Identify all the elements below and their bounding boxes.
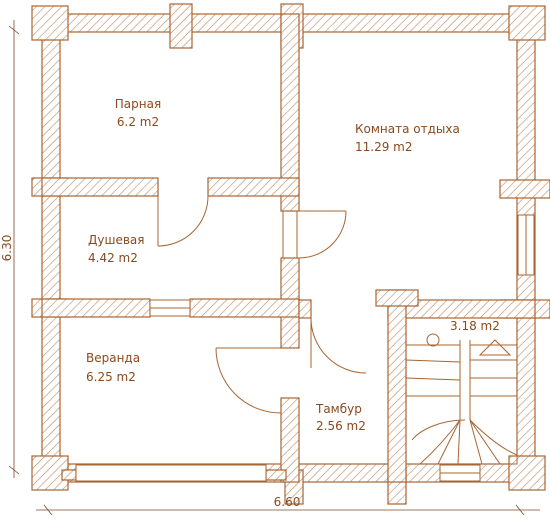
door-swing bbox=[310, 317, 367, 374]
staircase bbox=[405, 317, 518, 465]
windows bbox=[75, 214, 535, 482]
room-area: 6.25 m2 bbox=[86, 370, 136, 384]
room-area: 11.29 m2 bbox=[355, 140, 413, 154]
wall-interior-h2b bbox=[189, 298, 300, 318]
room-name: Комната отдыха bbox=[355, 122, 460, 136]
door-swing bbox=[298, 210, 347, 259]
door-swing bbox=[215, 347, 282, 414]
room-labels: Парная 6.2 m2 Комната отдыха 11.29 m2 Ду… bbox=[86, 97, 500, 433]
room-name: Веранда bbox=[86, 351, 140, 365]
room-area: 4.42 m2 bbox=[88, 251, 138, 265]
log-end bbox=[265, 469, 287, 481]
log-end bbox=[169, 3, 193, 49]
wall-interior-v2 bbox=[387, 289, 407, 483]
log-end bbox=[31, 5, 69, 41]
room-area: 3.18 m2 bbox=[450, 319, 500, 333]
wall-interior-v1c bbox=[280, 397, 300, 483]
window bbox=[75, 464, 267, 482]
room-name: Тамбур bbox=[315, 402, 362, 416]
wall-left bbox=[41, 13, 61, 483]
wall-interior-h3 bbox=[298, 299, 312, 319]
dim-height-label: 6.30 bbox=[0, 235, 14, 262]
walls bbox=[31, 3, 550, 505]
stair-direction-arrow-icon bbox=[478, 339, 512, 356]
doors bbox=[157, 195, 367, 414]
dimension-lines bbox=[8, 20, 540, 516]
wall-interior-v1 bbox=[280, 13, 300, 212]
door-swing bbox=[157, 195, 209, 247]
room-name: Парная bbox=[115, 97, 161, 111]
wall-interior-h1b bbox=[207, 177, 300, 197]
room-name: Душевая bbox=[88, 233, 144, 247]
log-end bbox=[499, 179, 550, 199]
log-end bbox=[61, 469, 77, 481]
wall-interior-h2 bbox=[41, 298, 151, 318]
log-end bbox=[508, 455, 546, 491]
wall-interior-h1 bbox=[41, 177, 159, 197]
stair-start-marker bbox=[426, 333, 440, 347]
room-area: 2.56 m2 bbox=[316, 419, 366, 433]
log-end bbox=[508, 5, 546, 41]
room-area: 6.2 m2 bbox=[117, 115, 159, 129]
dim-width-label: 6.60 bbox=[274, 495, 301, 509]
log-end bbox=[375, 289, 419, 307]
